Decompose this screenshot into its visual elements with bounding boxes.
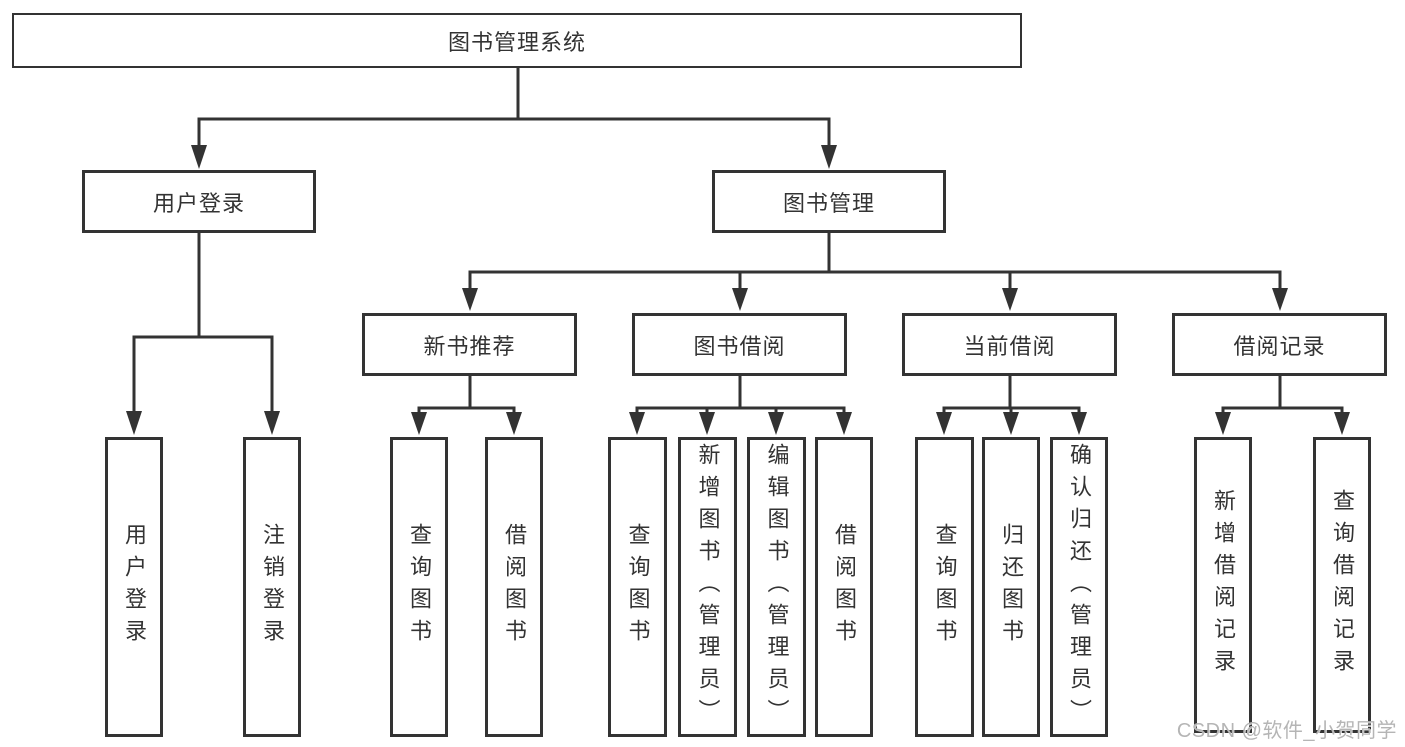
arrowhead-icon bbox=[1003, 412, 1019, 435]
connector-new-book-children bbox=[411, 376, 522, 435]
node-current-borrow: 当前借阅 bbox=[902, 313, 1117, 376]
node-label: 图书管理 bbox=[782, 190, 875, 216]
node-label: 新增借阅记录 bbox=[1211, 489, 1236, 681]
arrowhead-icon bbox=[1334, 412, 1350, 435]
arrowhead-icon bbox=[191, 145, 207, 169]
connector-book-borrow-children bbox=[629, 376, 852, 435]
node-label: 查询图书 bbox=[407, 523, 432, 651]
node-new-book-recommend: 新书推荐 bbox=[362, 313, 577, 376]
node-label: 确认归还（管理员） bbox=[1067, 443, 1092, 731]
leaf-confirm-return-admin: 确认归还（管理员） bbox=[1050, 437, 1108, 737]
node-book-borrow: 图书借阅 bbox=[632, 313, 847, 376]
leaf-query-books-borrow: 查询图书 bbox=[608, 437, 667, 737]
node-label: 借阅记录 bbox=[1233, 333, 1326, 359]
leaf-query-books-recommend: 查询图书 bbox=[390, 437, 448, 737]
arrowhead-icon bbox=[506, 412, 522, 435]
node-label: 新增图书（管理员） bbox=[695, 443, 721, 731]
arrowhead-icon bbox=[732, 288, 748, 311]
leaf-query-books-current: 查询图书 bbox=[915, 437, 974, 737]
leaf-user-login: 用户登录 bbox=[105, 437, 163, 737]
leaf-logout: 注销登录 bbox=[243, 437, 301, 737]
connector-borrow-records-children bbox=[1215, 376, 1350, 435]
connector-current-borrow-children bbox=[936, 376, 1087, 435]
arrowhead-icon bbox=[1215, 412, 1231, 435]
node-label: 图书借阅 bbox=[693, 333, 786, 359]
leaf-borrow-books-recommend: 借阅图书 bbox=[485, 437, 543, 737]
arrowhead-icon bbox=[699, 412, 715, 435]
connector-book-management-children bbox=[462, 233, 1288, 311]
node-label: 新书推荐 bbox=[423, 333, 516, 359]
node-label: 编辑图书（管理员） bbox=[764, 443, 790, 731]
node-label: 查询借阅记录 bbox=[1330, 489, 1355, 681]
arrowhead-icon bbox=[462, 288, 478, 311]
arrowhead-icon bbox=[821, 145, 837, 169]
node-label: 注销登录 bbox=[260, 523, 285, 651]
node-root-system: 图书管理系统 bbox=[12, 13, 1022, 68]
arrowhead-icon bbox=[1071, 412, 1087, 435]
node-borrow-records: 借阅记录 bbox=[1172, 313, 1387, 376]
leaf-add-books-admin: 新增图书（管理员） bbox=[678, 437, 737, 737]
arrowhead-icon bbox=[836, 412, 852, 435]
connector-root-to-level1 bbox=[191, 66, 837, 169]
node-user-login: 用户登录 bbox=[82, 170, 316, 233]
node-label: 用户登录 bbox=[152, 190, 245, 216]
arrowhead-icon bbox=[264, 411, 280, 435]
leaf-add-borrow-record: 新增借阅记录 bbox=[1194, 437, 1252, 733]
node-label: 归还图书 bbox=[999, 523, 1024, 651]
leaf-return-books: 归还图书 bbox=[982, 437, 1040, 737]
arrowhead-icon bbox=[1002, 288, 1018, 311]
node-label: 当前借阅 bbox=[963, 333, 1056, 359]
arrowhead-icon bbox=[126, 411, 142, 435]
connector-user-login-children bbox=[126, 233, 280, 435]
node-label: 查询图书 bbox=[932, 523, 958, 651]
leaf-edit-books-admin: 编辑图书（管理员） bbox=[747, 437, 806, 737]
arrowhead-icon bbox=[768, 412, 784, 435]
node-book-management: 图书管理 bbox=[712, 170, 946, 233]
node-label: 图书管理系统 bbox=[447, 29, 586, 55]
arrowhead-icon bbox=[936, 412, 952, 435]
node-label: 查询图书 bbox=[625, 523, 651, 651]
node-label: 借阅图书 bbox=[832, 523, 857, 651]
leaf-borrow-books: 借阅图书 bbox=[815, 437, 873, 737]
arrowhead-icon bbox=[1272, 288, 1288, 311]
node-label: 用户登录 bbox=[122, 523, 147, 651]
node-label: 借阅图书 bbox=[502, 523, 527, 651]
arrowhead-icon bbox=[411, 412, 427, 435]
leaf-query-borrow-record: 查询借阅记录 bbox=[1313, 437, 1371, 733]
csdn-watermark: CSDN @软件_小贺同学 bbox=[1176, 720, 1397, 742]
arrowhead-icon bbox=[629, 412, 645, 435]
